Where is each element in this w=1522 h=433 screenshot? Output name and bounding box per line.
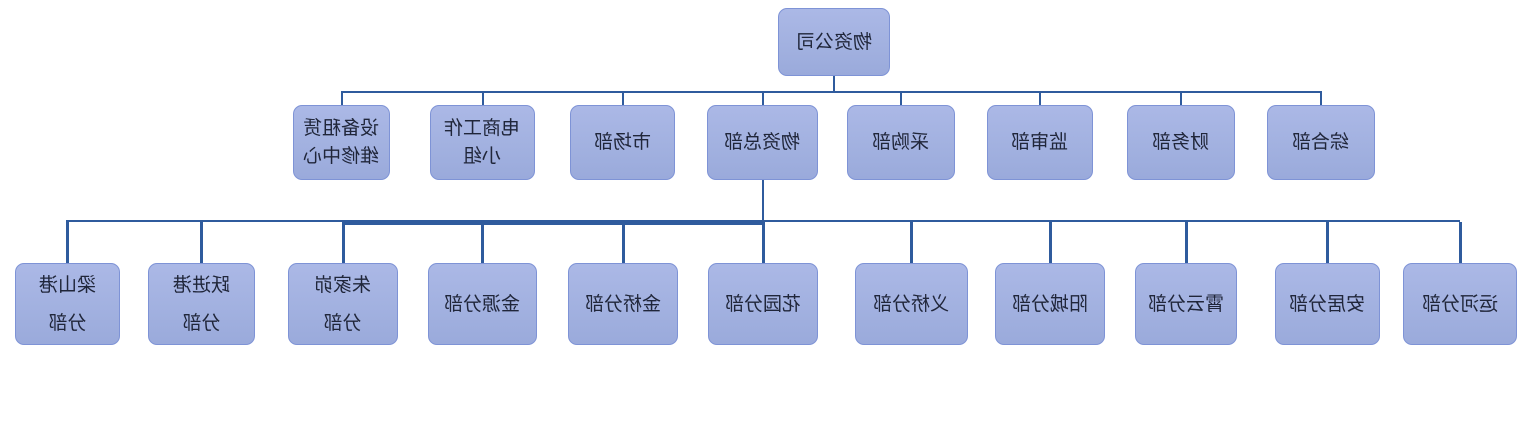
node-level3-3-label: 金源分部 <box>444 292 521 315</box>
connector-stub-level2-6 <box>1180 92 1182 106</box>
node-level2-6: 财务部 <box>1127 105 1235 180</box>
node-level3-4: 金桥分部 <box>568 263 678 345</box>
node-level3-9-label: 安居分部 <box>1289 292 1366 315</box>
node-level2-7: 综合部 <box>1267 105 1375 180</box>
connector-stub-level3-5 <box>761 222 765 263</box>
connector-root-drop <box>833 76 835 93</box>
connector-stub-level2-7 <box>1320 92 1322 106</box>
connector-stub-level3-8 <box>1184 222 1188 263</box>
node-root: 物资公司 <box>778 8 890 76</box>
connector-stub-level3-10 <box>1458 222 1462 263</box>
node-level3-1-label: 跃进港 分部 <box>172 274 230 334</box>
node-level3-8-label: 霄云分部 <box>1147 292 1224 315</box>
connector-zongbu-drop <box>761 180 764 222</box>
node-level2-3-label: 物资总部 <box>724 131 801 154</box>
connector-bus-level3-thick <box>343 222 763 225</box>
node-level2-1: 电商工作 小组 <box>430 105 535 180</box>
connector-stub-level3-7 <box>1048 222 1052 263</box>
node-level2-2: 市场部 <box>570 105 675 180</box>
node-root-label: 物资公司 <box>795 30 872 53</box>
connector-stub-level2-3 <box>761 92 764 106</box>
node-level3-0-label: 梁山港 分部 <box>38 274 96 334</box>
node-level3-7: 阳城分部 <box>995 263 1105 345</box>
connector-stub-level2-1 <box>481 92 484 106</box>
node-level2-4: 采购部 <box>847 105 955 180</box>
connector-stub-level3-6 <box>910 222 913 263</box>
node-level2-6-label: 财务部 <box>1152 131 1210 154</box>
connector-stub-level3-0 <box>66 222 69 263</box>
connector-stub-level2-2 <box>621 92 624 106</box>
node-level3-7-label: 阳城分部 <box>1011 292 1088 315</box>
connector-stub-level2-0 <box>340 92 343 106</box>
connector-bus-level3 <box>66 220 1460 222</box>
connector-stub-level3-1 <box>200 222 203 263</box>
node-level3-1: 跃进港 分部 <box>148 263 255 345</box>
node-level3-3: 金源分部 <box>428 263 537 345</box>
connector-bus-level2 <box>341 91 1322 93</box>
connector-stub-level3-2 <box>341 222 345 263</box>
node-level3-6-label: 义桥分部 <box>873 292 950 315</box>
connector-stub-level3-9 <box>1326 222 1329 263</box>
node-level3-5: 花园分部 <box>708 263 818 345</box>
node-level2-2-label: 市场部 <box>593 131 651 154</box>
node-level3-2: 朱家峁 分部 <box>288 263 398 345</box>
node-level3-2-label: 朱家峁 分部 <box>314 274 372 334</box>
node-level3-10: 运河分部 <box>1403 263 1517 345</box>
node-level3-9: 安居分部 <box>1275 263 1380 345</box>
node-level3-8: 霄云分部 <box>1135 263 1237 345</box>
node-level3-5-label: 花园分部 <box>724 292 801 315</box>
connector-stub-level2-5 <box>1039 92 1041 106</box>
node-level3-0: 梁山港 分部 <box>15 263 120 345</box>
node-level3-4-label: 金桥分部 <box>584 292 661 315</box>
node-level2-0-label: 设备租赁 维修中心 <box>303 116 380 167</box>
node-level3-6: 义桥分部 <box>855 263 968 345</box>
connector-stub-level2-4 <box>900 92 902 106</box>
node-level2-4-label: 采购部 <box>872 131 930 154</box>
connector-stub-level3-3 <box>481 222 484 263</box>
node-level2-1-label: 电商工作 小组 <box>444 116 521 167</box>
node-level2-5: 监审部 <box>987 105 1093 180</box>
connector-stub-level3-4 <box>621 222 625 263</box>
node-level2-3: 物资总部 <box>707 105 818 180</box>
node-level2-5-label: 监审部 <box>1011 131 1069 154</box>
node-level2-7-label: 综合部 <box>1292 131 1350 154</box>
node-level2-0: 设备租赁 维修中心 <box>293 105 390 180</box>
node-level3-10-label: 运河分部 <box>1421 292 1498 315</box>
